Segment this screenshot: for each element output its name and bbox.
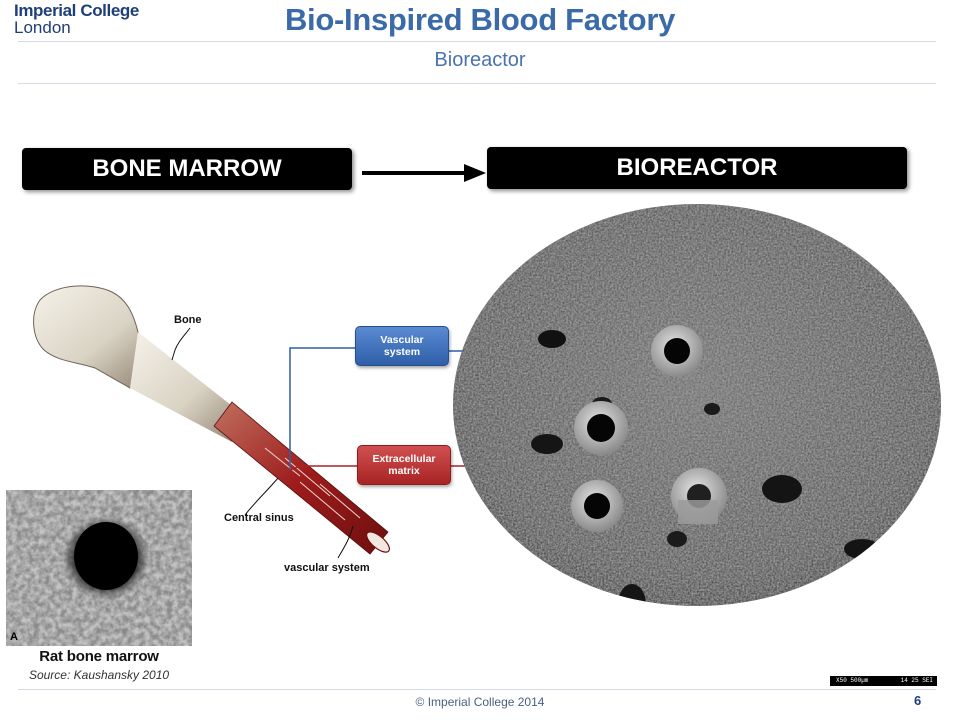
- imperial-logo: Imperial College London: [14, 2, 139, 36]
- extracellular-callout-line-2: matrix: [388, 465, 420, 477]
- header-rule-top: [18, 41, 936, 42]
- rat-image-source: Source: Kaushansky 2010: [28, 668, 170, 682]
- rat-bone-marrow-image: A: [6, 490, 192, 646]
- rat-image-corner-mark: A: [10, 631, 18, 643]
- vascular-system-callout: Vascular system: [355, 326, 449, 366]
- footer-rule: [18, 689, 936, 690]
- vascular-callout-line-2: system: [383, 346, 421, 358]
- bioreactor-sem-image: [453, 204, 941, 606]
- slide-subtitle: Bioreactor: [434, 49, 526, 71]
- logo-line-2: London: [14, 18, 71, 37]
- header-rule-bottom: [18, 83, 936, 84]
- bone-label: Bone: [174, 314, 202, 326]
- sem-scale-bar: X50 500µm 14 25 SEI: [830, 676, 937, 686]
- bioreactor-banner: BIOREACTOR: [487, 147, 907, 189]
- rat-bone-marrow-caption: Rat bone marrow: [39, 648, 159, 665]
- logo-line-1: Imperial College: [14, 1, 139, 20]
- vascular-system-label: vascular system: [284, 562, 370, 574]
- footer-copyright: © Imperial College 2014: [415, 695, 545, 709]
- page-number: 6: [914, 693, 922, 708]
- bone-marrow-banner: BONE MARROW: [22, 148, 352, 190]
- central-sinus-label: Central sinus: [224, 512, 294, 524]
- right-arrow-icon: [362, 164, 486, 182]
- extracellular-callout-line-1: Extracellular: [372, 453, 436, 465]
- vascular-callout-line-1: Vascular: [380, 334, 424, 346]
- scale-bar-magnification: X50 500µm: [836, 677, 869, 684]
- scale-bar-info: 14 25 SEI: [900, 677, 933, 684]
- slide-title: Bio-Inspired Blood Factory: [284, 2, 676, 37]
- bone-illustration: [33, 285, 390, 559]
- extracellular-matrix-callout: Extracellular matrix: [357, 445, 451, 485]
